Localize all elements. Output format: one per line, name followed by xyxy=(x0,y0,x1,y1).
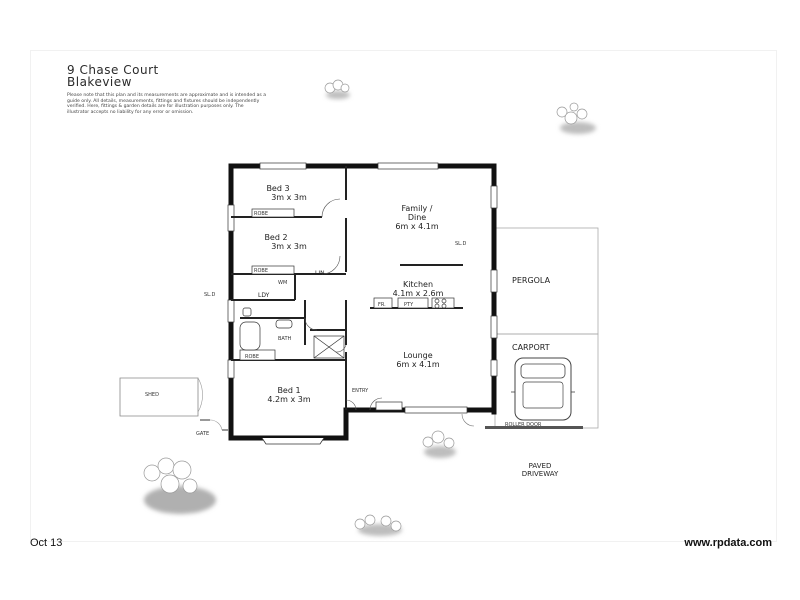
bed1-name: Bed 1 xyxy=(277,386,300,395)
family-name-2: Dine xyxy=(408,213,426,222)
paved-label: PAVED xyxy=(529,462,552,470)
fixture-labels: ROBE ROBE WM LIN LDY BATH ROBE SL.D SL.D… xyxy=(204,211,467,394)
disclaimer-text: Please note that this plan and its measu… xyxy=(67,93,267,115)
tree-decoration xyxy=(354,514,402,536)
robe-bed1-label: ROBE xyxy=(245,354,259,360)
bed1-size: 4.2m x 3m xyxy=(267,395,310,404)
lin-label: LIN xyxy=(315,270,325,277)
shed-label: SHED xyxy=(145,392,159,398)
family-size: 6m x 4.1m xyxy=(395,222,438,231)
pergola: PERGOLA xyxy=(494,227,599,335)
ldy-label: LDY xyxy=(258,292,270,299)
door-swing xyxy=(461,413,475,427)
gate-label: GATE xyxy=(196,431,209,437)
bay-window xyxy=(261,437,325,445)
date-label: Oct 13 xyxy=(30,537,63,549)
carport-label: CARPORT xyxy=(512,343,550,352)
car-icon xyxy=(511,357,575,421)
plan-sheet xyxy=(30,50,777,542)
roller-door-label: ROLLER DOOR xyxy=(505,422,542,428)
room-labels: Bed 3 3m x 3m Bed 2 3m x 3m Family / Din… xyxy=(264,184,559,478)
robe-bed2-label: ROBE xyxy=(254,268,268,274)
bed3-name: Bed 3 xyxy=(266,184,289,193)
bed2-size: 3m x 3m xyxy=(271,242,307,251)
address-line-2: Blakeview xyxy=(67,75,132,89)
bath-fixtures xyxy=(239,307,345,359)
sld-right-label: SL.D xyxy=(455,241,467,247)
address-title: 9 Chase Court Blakeview xyxy=(67,64,159,88)
bed2-name: Bed 2 xyxy=(264,233,287,242)
family-name: Family / xyxy=(402,204,433,213)
tree-decoration xyxy=(324,79,350,99)
shed: SHED xyxy=(119,377,203,417)
robe-bed3-label: ROBE xyxy=(254,211,268,217)
tree-decoration xyxy=(556,102,596,134)
kitchen-name: Kitchen xyxy=(403,280,433,289)
tree-decoration xyxy=(422,430,456,458)
driveway-label: DRIVEWAY xyxy=(522,470,559,478)
fridge-label: FR. xyxy=(378,302,386,308)
door-swings xyxy=(304,198,383,411)
robes xyxy=(239,208,295,361)
bed3-size: 3m x 3m xyxy=(271,193,307,202)
entry-label: ENTRY xyxy=(352,388,369,394)
pergola-label: PERGOLA xyxy=(512,276,551,285)
pantry-label: PTY xyxy=(404,302,414,308)
wm-label: WM xyxy=(278,280,287,286)
entry-step xyxy=(375,401,403,411)
windows xyxy=(227,162,498,414)
side-gate: GATE xyxy=(196,419,228,437)
carport: CARPORT ROLLER DOOR xyxy=(485,333,599,429)
sld-left-label: SL.D xyxy=(204,292,216,298)
kitchen-fixtures xyxy=(373,297,455,309)
lounge-name: Lounge xyxy=(403,351,432,360)
kitchen-size: 4.1m x 2.6m xyxy=(393,289,444,298)
tree-decoration xyxy=(143,457,216,514)
website-link[interactable]: www.rpdata.com xyxy=(684,537,772,549)
address-line-1: 9 Chase Court xyxy=(67,63,159,77)
lounge-size: 6m x 4.1m xyxy=(396,360,439,369)
bath-label: BATH xyxy=(278,336,292,342)
